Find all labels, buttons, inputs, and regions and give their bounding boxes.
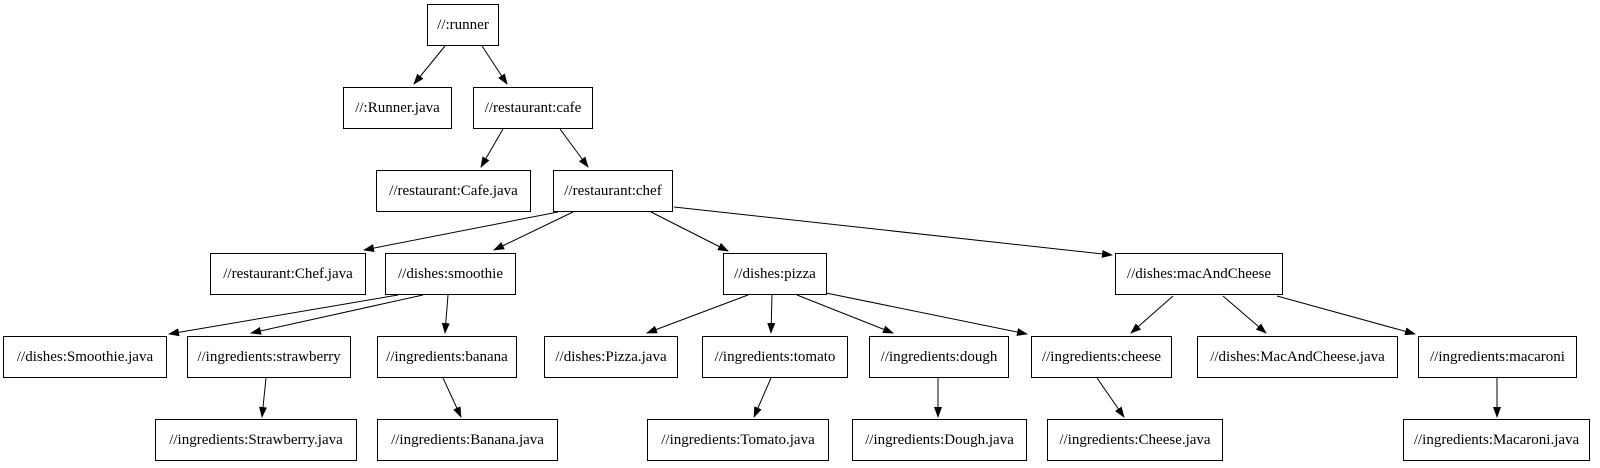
graph-node-macaroni: //ingredients:macaroni: [1418, 336, 1577, 378]
graph-node-strawberry-java: //ingredients:Strawberry.java: [155, 419, 357, 461]
node-label-pizza: //dishes:pizza: [734, 265, 816, 282]
node-label-cheese: //ingredients:cheese: [1041, 348, 1162, 365]
node-label-macaroni-java: //ingredients:Macaroni.java: [1413, 431, 1580, 448]
edge-cafe-to-cafe-java: [480, 128, 504, 168]
edge-pizza-to-pizza-java: [646, 294, 749, 334]
graph-node-runner-java: //:Runner.java: [343, 87, 452, 129]
edge-smoothie-to-strawberry: [250, 294, 424, 335]
edge-cafe-to-chef: [559, 128, 589, 168]
node-label-macandcheese: //dishes:macAndCheese: [1126, 265, 1272, 282]
node-label-strawberry-java: //ingredients:Strawberry.java: [169, 431, 343, 448]
graph-node-pizza: //dishes:pizza: [723, 253, 827, 295]
node-label-macandcheese-java: //dishes:MacAndCheese.java: [1210, 348, 1385, 365]
graph-node-cheese-java: //ingredients:Cheese.java: [1047, 419, 1223, 461]
node-label-tomato: //ingredients:tomato: [714, 348, 836, 365]
edge-pizza-to-tomato: [767, 294, 776, 334]
graph-node-cafe-java: //restaurant:Cafe.java: [376, 170, 531, 212]
graph-node-tomato: //ingredients:tomato: [702, 336, 848, 378]
graph-node-tomato-java: //ingredients:Tomato.java: [647, 419, 829, 461]
node-label-runner-java: //:Runner.java: [355, 99, 440, 116]
graph-node-strawberry: //ingredients:strawberry: [187, 336, 351, 378]
graph-node-cheese: //ingredients:cheese: [1031, 336, 1172, 378]
graph-node-smoothie-java: //dishes:Smoothie.java: [3, 336, 167, 378]
node-label-banana-java: //ingredients:Banana.java: [391, 431, 544, 448]
edge-macandcheese-to-cheese: [1130, 295, 1174, 334]
graph-node-dough: //ingredients:dough: [869, 336, 1009, 378]
node-label-dough-java: //ingredients:Dough.java: [865, 431, 1014, 448]
node-label-smoothie-java: //dishes:Smoothie.java: [16, 348, 154, 365]
edge-chef-to-pizza: [650, 211, 729, 252]
graph-node-smoothie: //dishes:smoothie: [385, 253, 516, 295]
graph-node-cafe: //restaurant:cafe: [473, 87, 593, 129]
graph-node-banana-java: //ingredients:Banana.java: [377, 419, 558, 461]
edge-pizza-to-dough: [796, 294, 894, 334]
graph-node-chef-java: //restaurant:Chef.java: [210, 253, 366, 295]
graph-node-dough-java: //ingredients:Dough.java: [852, 419, 1027, 461]
node-label-cafe: //restaurant:cafe: [484, 99, 582, 116]
node-label-chef-java: //restaurant:Chef.java: [223, 265, 353, 282]
edge-runner-to-runner-java: [413, 45, 446, 85]
node-label-banana: //ingredients:banana: [386, 348, 508, 365]
edge-runner-to-cafe: [481, 45, 508, 85]
node-label-chef: //restaurant:chef: [564, 182, 662, 199]
node-label-strawberry: //ingredients:strawberry: [197, 348, 341, 365]
edge-tomato-to-tomato-java: [753, 377, 772, 418]
edge-strawberry-to-strawberry-java: [259, 377, 267, 418]
node-label-runner: //:runner: [437, 16, 489, 33]
node-label-cheese-java: //ingredients:Cheese.java: [1059, 431, 1211, 448]
node-label-smoothie: //dishes:smoothie: [398, 265, 503, 282]
node-label-cafe-java: //restaurant:Cafe.java: [389, 182, 518, 199]
graph-node-pizza-java: //dishes:Pizza.java: [544, 336, 678, 378]
graph-node-macaroni-java: //ingredients:Macaroni.java: [1403, 419, 1590, 461]
graph-node-chef: //restaurant:chef: [553, 170, 673, 212]
graph-node-runner: //:runner: [427, 4, 499, 46]
edge-cheese-to-cheese-java: [1096, 377, 1125, 418]
edge-chef-to-smoothie: [493, 211, 574, 251]
node-label-dough: //ingredients:dough: [880, 348, 998, 365]
edge-chef-to-chef-java: [363, 211, 559, 253]
node-label-pizza-java: //dishes:Pizza.java: [555, 348, 667, 365]
graph-node-macandcheese: //dishes:macAndCheese: [1115, 253, 1283, 295]
edge-chef-to-macandcheese: [673, 206, 1113, 258]
edge-macandcheese-to-macandcheese-java: [1222, 295, 1267, 334]
edge-smoothie-to-banana: [441, 294, 450, 334]
edge-pizza-to-cheese: [825, 292, 1028, 336]
edge-smoothie-to-smoothie-java: [168, 294, 399, 337]
node-label-macaroni: //ingredients:macaroni: [1430, 348, 1565, 365]
edge-banana-to-banana-java: [442, 377, 462, 418]
node-label-tomato-java: //ingredients:Tomato.java: [661, 431, 815, 448]
graph-node-banana: //ingredients:banana: [377, 336, 517, 378]
edge-macandcheese-to-macaroni: [1276, 295, 1416, 336]
graph-node-macandcheese-java: //dishes:MacAndCheese.java: [1197, 336, 1398, 378]
